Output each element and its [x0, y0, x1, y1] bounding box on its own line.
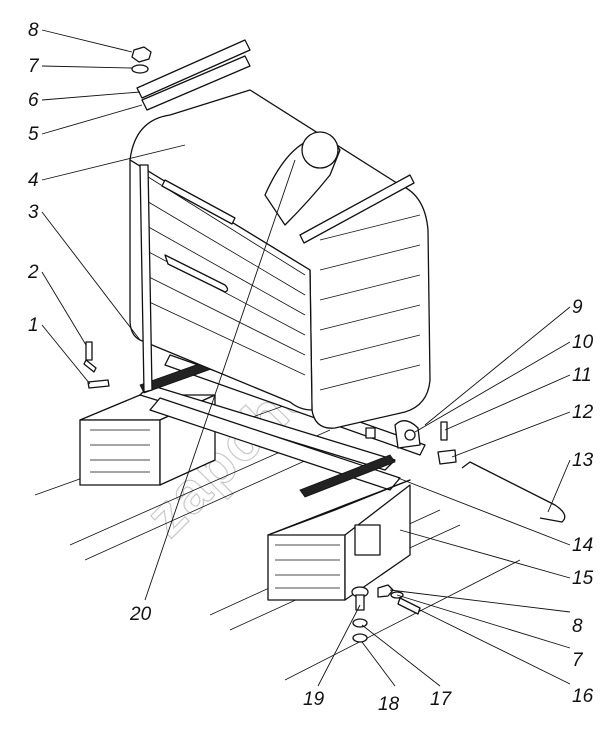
top-nut-washer [131, 46, 152, 74]
right-hardware-cluster [365, 420, 457, 465]
callout-7-top: 7 [28, 56, 40, 77]
hook-rod [461, 461, 566, 523]
callout-6: 6 [28, 90, 39, 111]
lower-hardware [351, 584, 421, 643]
callout-13: 13 [572, 450, 594, 471]
callout-3: 3 [28, 202, 39, 223]
callout-15: 15 [572, 568, 594, 589]
callout-20: 20 [129, 604, 152, 625]
tank-straps [136, 39, 415, 393]
right-wood-block [267, 479, 411, 601]
callout-14: 14 [572, 535, 593, 556]
callout-10: 10 [572, 332, 594, 353]
callout-18: 18 [378, 694, 400, 715]
callout-4: 4 [28, 170, 39, 191]
callout-17: 17 [430, 689, 453, 710]
leader-lines [41, 29, 571, 687]
callout-1: 1 [28, 315, 39, 336]
callout-19: 19 [303, 689, 325, 710]
left-bolt [83, 341, 110, 389]
callout-5: 5 [28, 124, 39, 145]
callout-2: 2 [27, 262, 39, 283]
callout-8-bottom: 8 [572, 616, 583, 637]
callout-labels: 8 7 6 5 4 3 2 1 9 10 11 12 13 14 15 8 7 … [27, 20, 594, 715]
callout-8-top: 8 [28, 20, 39, 41]
left-wood-block [79, 394, 216, 486]
callout-16: 16 [572, 686, 594, 707]
callout-11: 11 [572, 365, 592, 386]
callout-7-bottom: 7 [572, 650, 584, 671]
callout-12: 12 [572, 402, 594, 423]
fuel-tank [129, 89, 431, 429]
callout-9: 9 [572, 297, 583, 318]
